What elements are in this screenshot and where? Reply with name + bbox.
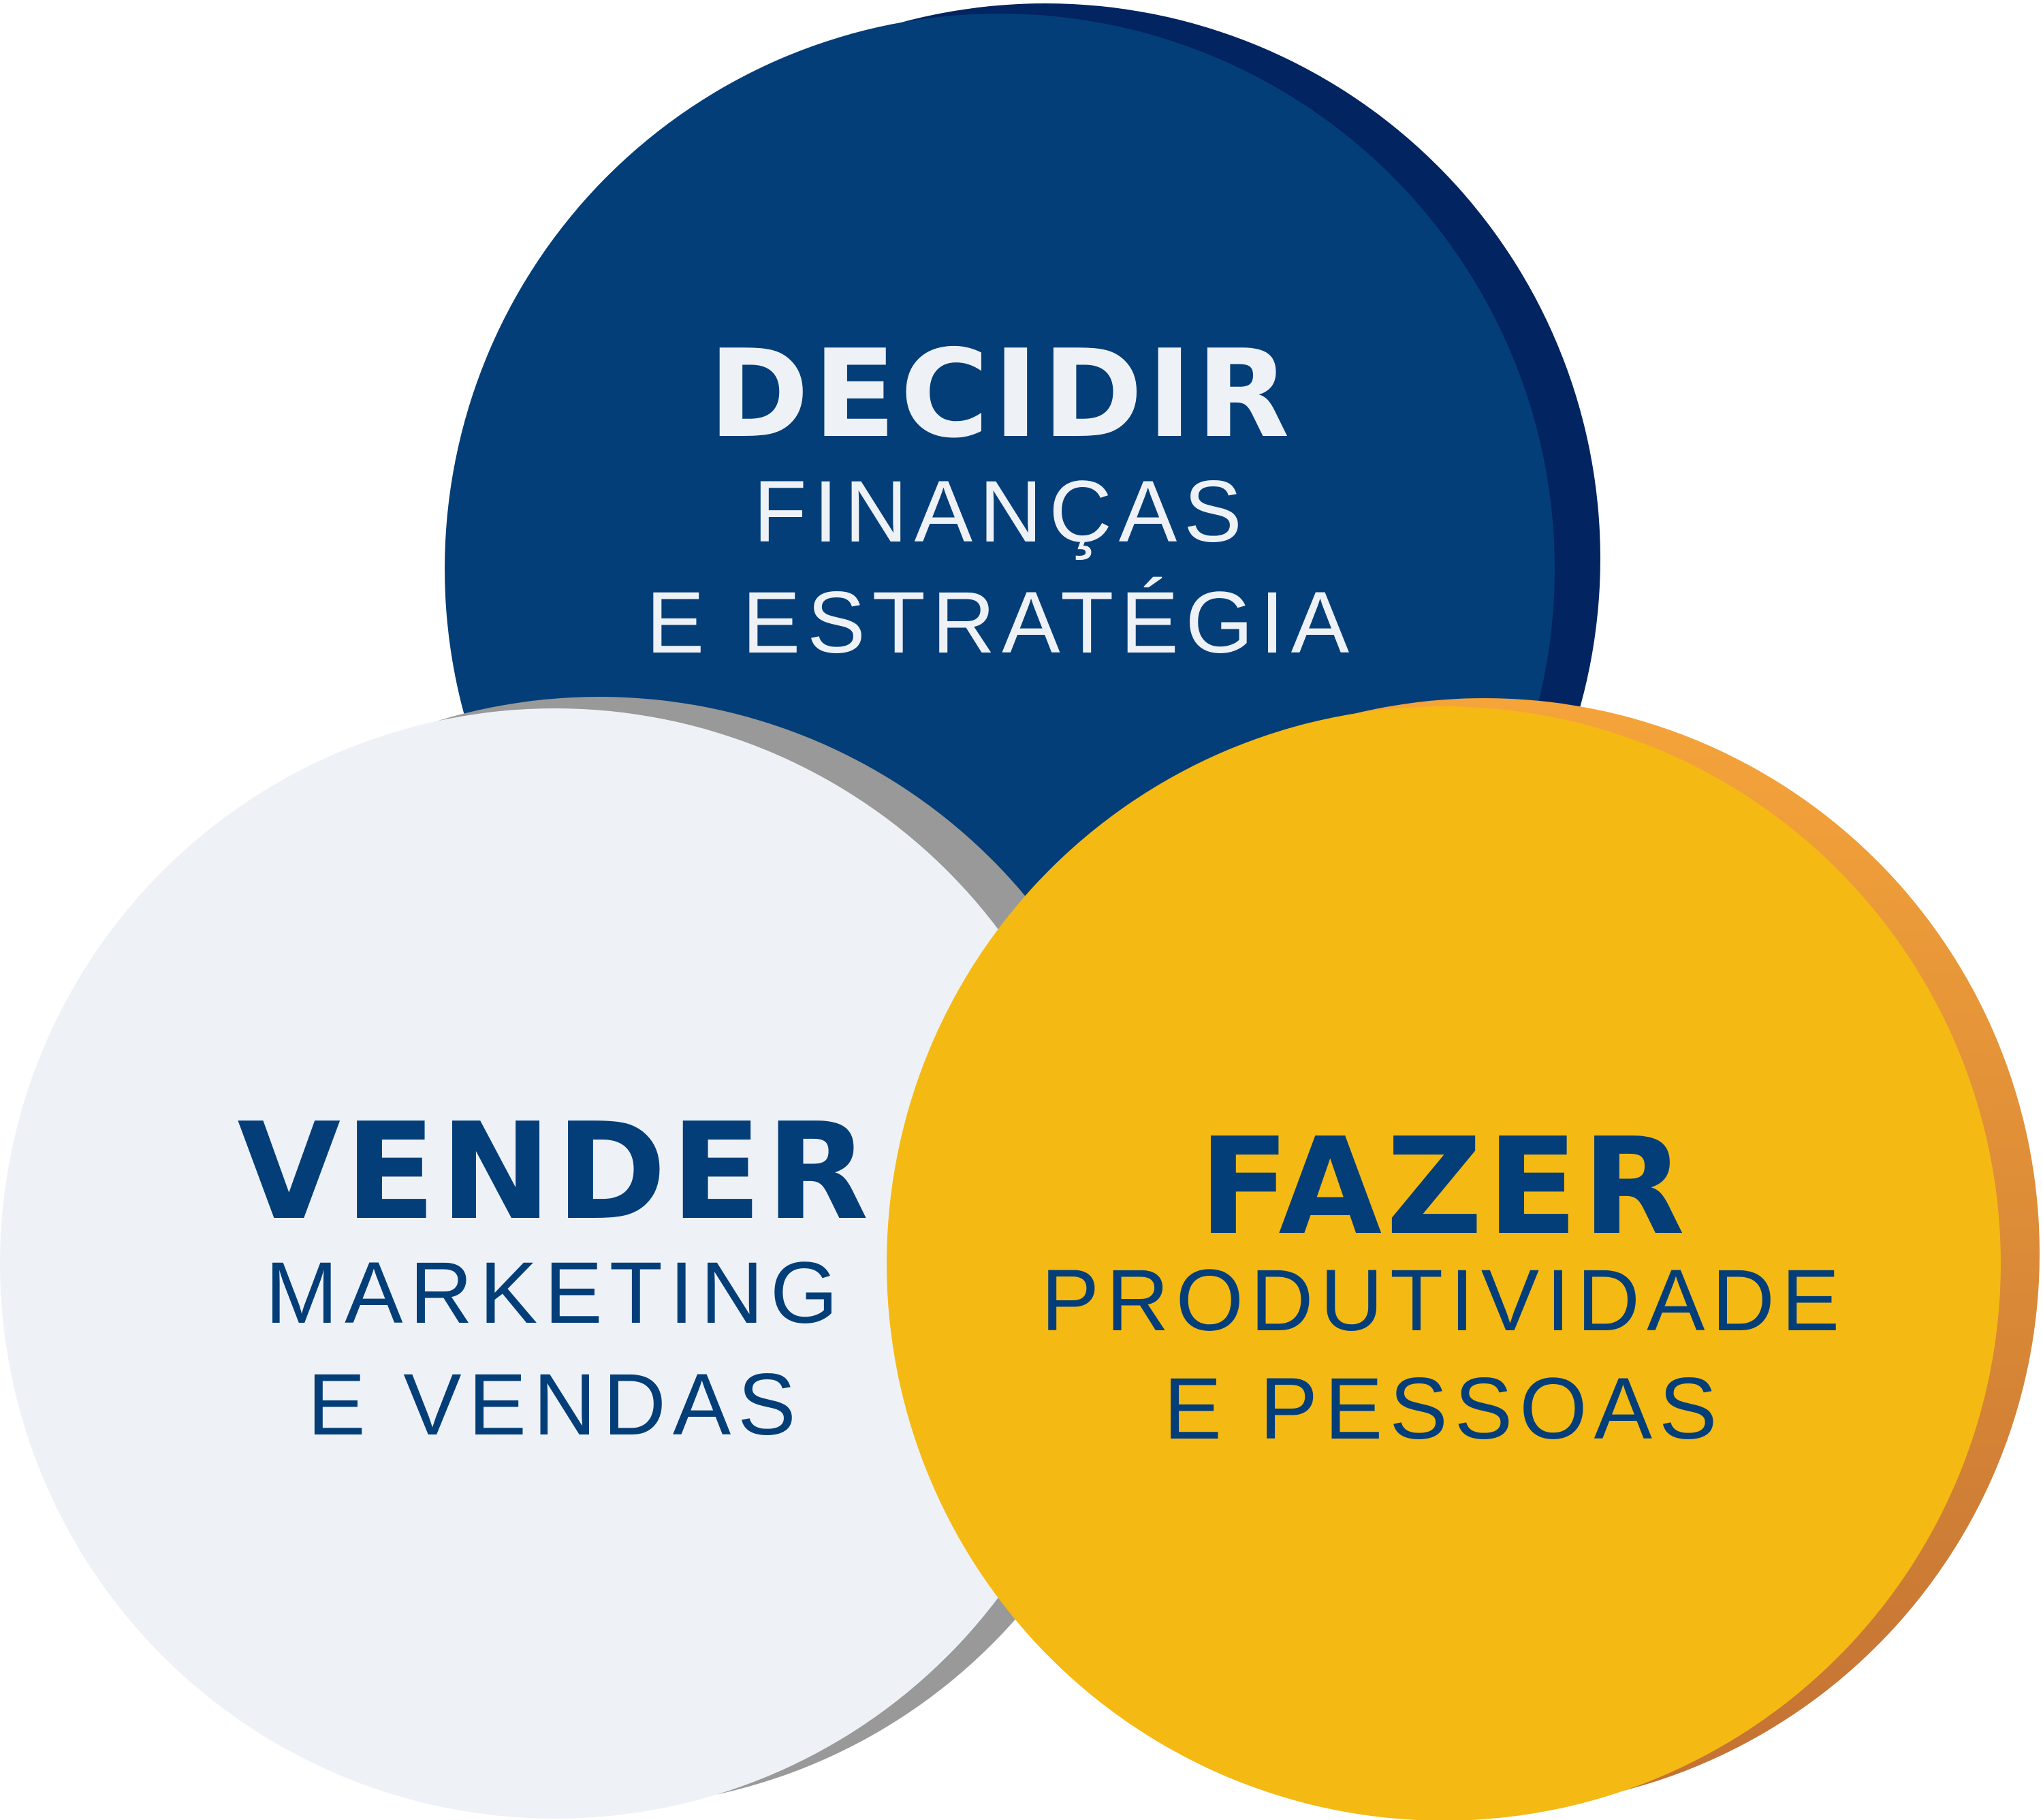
vender-circle-group bbox=[0, 697, 1154, 1819]
fazer-line1: PRODUTIVIDADE bbox=[1041, 1252, 1847, 1349]
vender-line2: E VENDAS bbox=[307, 1356, 802, 1454]
vender-circle bbox=[0, 708, 1110, 1819]
fazer-title: FAZER bbox=[1199, 1110, 1689, 1265]
decidir-title: DECIDIR bbox=[708, 324, 1293, 465]
fazer-circle-group bbox=[887, 698, 2040, 1820]
vender-title: VENDER bbox=[237, 1095, 872, 1250]
fazer-circle bbox=[887, 706, 2001, 1820]
vender-line1: MARKETING bbox=[266, 1244, 845, 1342]
fazer-line2: E PESSOAS bbox=[1164, 1360, 1724, 1458]
decidir-line2: E ESTRATÉGIA bbox=[646, 574, 1356, 672]
decidir-line1: FINANÇAS bbox=[753, 463, 1248, 561]
